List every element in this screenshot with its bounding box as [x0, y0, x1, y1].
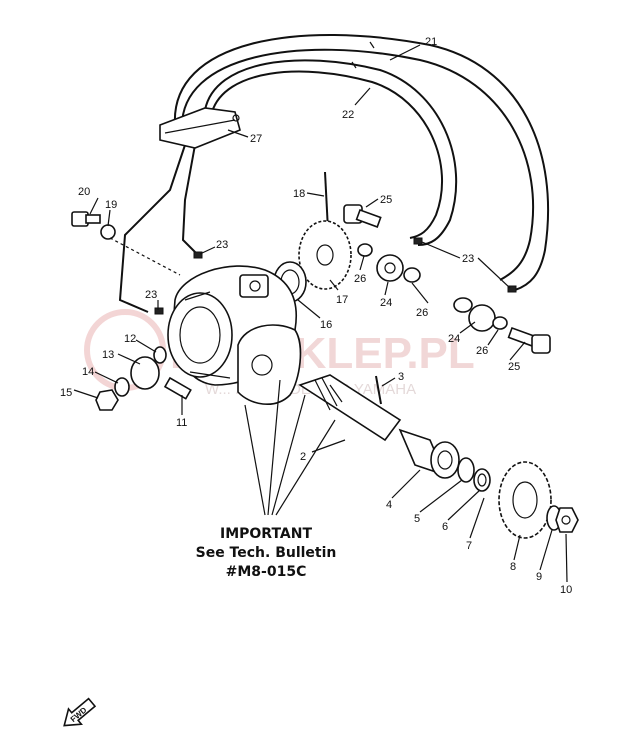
callout-14: 14 [82, 366, 94, 378]
washer-26-lower [492, 316, 508, 330]
leader-lines [73, 44, 568, 583]
union-24-upper [376, 254, 404, 282]
callout-11: 11 [176, 417, 187, 429]
callout-13: 13 [102, 349, 114, 361]
note-bulletin-number: #M8-015C [226, 564, 307, 580]
callout-labels: 21 22 27 18 25 20 19 23 23 17 26 24 23 1… [60, 36, 572, 596]
callout-8: 8 [510, 561, 516, 573]
hose-clip-23 [154, 237, 517, 315]
banjo-bolt-25-lower [507, 326, 551, 354]
washer-26-upper [357, 243, 373, 257]
pump-cable-18 [324, 171, 329, 231]
washer-14 [114, 377, 130, 397]
callout-19: 19 [105, 199, 117, 211]
washer-6 [473, 468, 491, 492]
callout-10: 10 [560, 584, 572, 596]
callout-20: 20 [78, 186, 90, 198]
note-bulletin: See Tech. Bulletin [196, 545, 337, 561]
forward-arrow-icon: FWD [63, 697, 97, 727]
callout-16: 16 [320, 319, 332, 331]
pump-gear-17 [298, 220, 352, 290]
callout-6: 6 [442, 521, 448, 533]
callout-27: 27 [250, 133, 262, 145]
callout-23-b: 23 [145, 289, 157, 301]
oil-hoses [118, 33, 550, 313]
screw-11 [163, 376, 192, 400]
hose-clamp-27 [159, 107, 241, 149]
callout-21: 21 [425, 36, 437, 48]
washer-12 [153, 346, 167, 364]
callout-17: 17 [336, 294, 348, 306]
callout-12: 12 [124, 333, 136, 345]
drive-gear-8 [498, 461, 552, 539]
pin-3 [375, 375, 382, 405]
callout-23-c: 23 [462, 253, 474, 265]
callout-9: 9 [536, 571, 542, 583]
drive-shaft-2 [298, 374, 402, 442]
callout-5: 5 [414, 513, 420, 525]
bolt-20 [71, 211, 101, 227]
union-24-lower [468, 304, 496, 332]
callout-25-lower: 25 [508, 361, 520, 373]
callout-3: 3 [398, 371, 404, 383]
plate-13 [130, 356, 160, 390]
nut-10 [555, 507, 579, 533]
banjo-bolt-25-upper [343, 204, 382, 228]
washer-26-right [453, 297, 473, 313]
collar-4 [398, 428, 460, 479]
pump-gasket [237, 324, 302, 405]
washer-5 [457, 457, 475, 483]
callout-4: 4 [386, 499, 392, 511]
callout-15: 15 [60, 387, 72, 399]
callout-24-upper: 24 [380, 297, 392, 309]
callout-18: 18 [293, 188, 305, 200]
nut-15 [95, 389, 119, 411]
callout-7: 7 [466, 540, 472, 552]
washer-26-mid [403, 267, 421, 283]
important-note: IMPORTANT See Tech. Bulletin #M8-015C [196, 526, 337, 580]
callout-2: 2 [300, 451, 306, 463]
callout-23-a: 23 [216, 239, 228, 251]
callout-22: 22 [342, 109, 354, 121]
callout-24-lower: 24 [448, 333, 460, 345]
callout-25-upper: 25 [380, 194, 392, 206]
washer-19 [100, 224, 116, 240]
callout-26-upper: 26 [354, 273, 366, 285]
callout-26-mid: 26 [416, 307, 428, 319]
callout-26-lower: 26 [476, 345, 488, 357]
important-pointer-lines [244, 379, 336, 516]
note-title: IMPORTANT [220, 526, 312, 542]
